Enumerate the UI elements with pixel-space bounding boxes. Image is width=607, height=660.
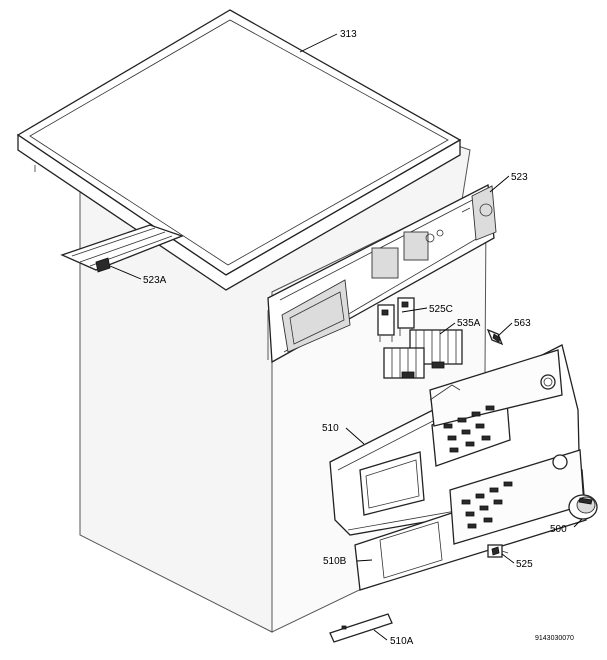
panel-button-row-lower — [461, 481, 513, 529]
document-code: 9143030070 — [535, 635, 574, 642]
part-525C-switch — [377, 297, 415, 342]
label-523: 523 — [511, 172, 528, 183]
leader-lines — [109, 33, 583, 641]
label-313: 313 — [340, 29, 357, 40]
label-525C: 525C — [429, 304, 453, 315]
part-523-bracket — [267, 183, 497, 364]
part-510B-lower-panel — [354, 449, 587, 591]
part-525-switch — [487, 544, 509, 558]
callout-labels: 313 523 523A 525C 535A 563 510 500 510B … — [143, 29, 574, 647]
label-523A: 523A — [143, 275, 167, 286]
label-510: 510 — [322, 423, 339, 434]
label-510B: 510B — [323, 556, 347, 567]
part-563-light-pipe — [486, 328, 504, 346]
part-510A-strip — [329, 613, 393, 643]
part-535A-switch-block — [383, 329, 463, 379]
label-500: 500 — [550, 524, 567, 535]
label-535A: 535A — [457, 318, 481, 329]
label-563: 563 — [514, 318, 531, 329]
top-lid — [16, 9, 462, 291]
label-525: 525 — [516, 559, 533, 570]
part-523A-rail — [60, 224, 184, 273]
panel-button-row-upper — [443, 405, 495, 453]
label-510A: 510A — [390, 636, 414, 647]
part-500-knob — [568, 494, 598, 520]
